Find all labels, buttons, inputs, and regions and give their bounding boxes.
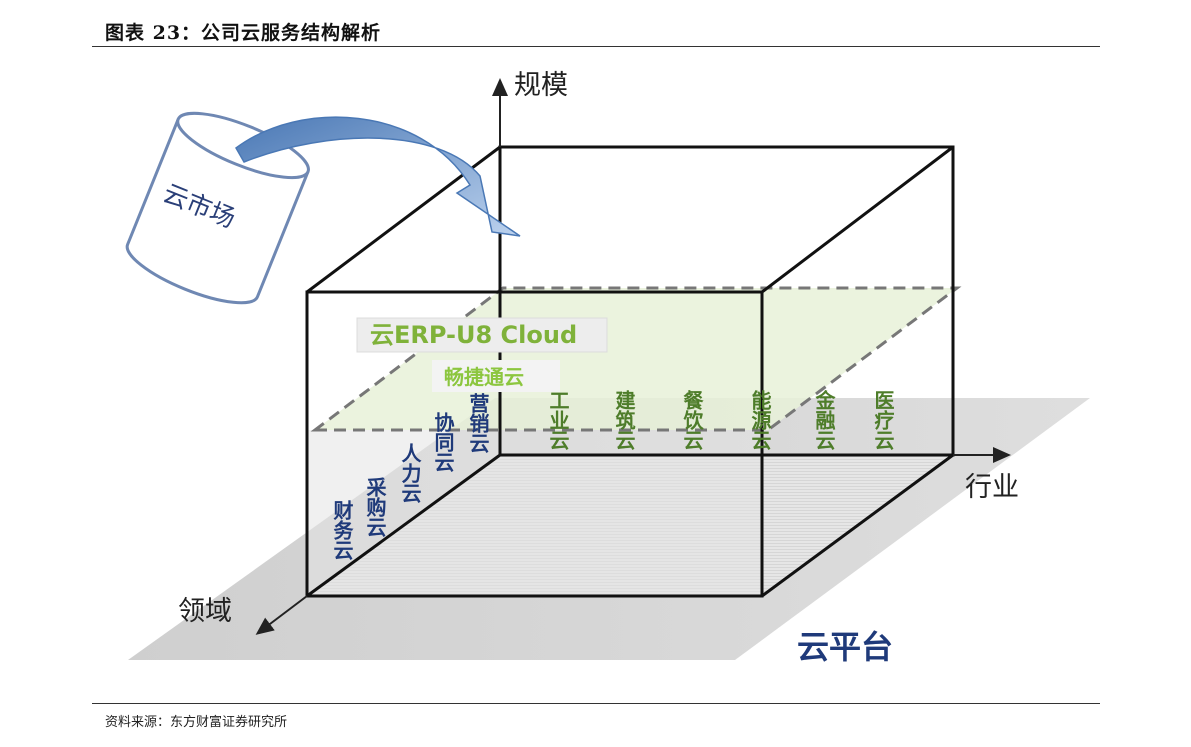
industry-cloud-industrial: 工业云 [546, 390, 570, 451]
industry-cloud-energy: 能源云 [748, 389, 772, 451]
changjie-label: 畅捷通云 [444, 365, 524, 389]
axis-label-domain: 领域 [178, 596, 232, 627]
box-front-shade [307, 430, 762, 596]
domain-cloud-hr: 人力云 [398, 443, 422, 504]
bottom-rule [92, 703, 1100, 704]
industry-cloud-medical: 医疗云 [871, 390, 895, 451]
axis-label-scale: 规模 [514, 70, 568, 101]
erp-label: 云ERP-U8 Cloud [370, 321, 577, 349]
domain-cloud-finance: 财务云 [330, 499, 354, 561]
domain-cloud-marketing: 营销云 [466, 392, 490, 454]
domain-cloud-purchasing: 采购云 [363, 477, 387, 538]
changjie-label-box [432, 360, 560, 392]
industry-cloud-construction: 建筑云 [612, 389, 636, 451]
market-arrow [235, 116, 521, 237]
cloud-platform-label: 云平台 [797, 628, 893, 666]
industry-clouds: 工业云 建筑云 餐饮云 能源云 金融云 医疗云 [546, 389, 895, 451]
industry-cloud-catering: 餐饮云 [680, 389, 704, 451]
domain-axis [255, 595, 308, 635]
axis-label-industry: 行业 [965, 472, 1019, 503]
cloud-market-cylinder [125, 111, 310, 305]
figure-title: 图表 23：公司云服务结构解析 [105, 22, 382, 44]
domain-cloud-collaboration: 协同云 [431, 411, 455, 473]
industry-cloud-finance: 金融云 [812, 389, 836, 451]
top-rule [92, 46, 1100, 47]
source-note: 资料来源：东方财富证券研究所 [105, 715, 288, 730]
erp-label-box [356, 317, 608, 353]
domain-clouds: 财务云 采购云 人力云 协同云 营销云 [330, 392, 490, 561]
